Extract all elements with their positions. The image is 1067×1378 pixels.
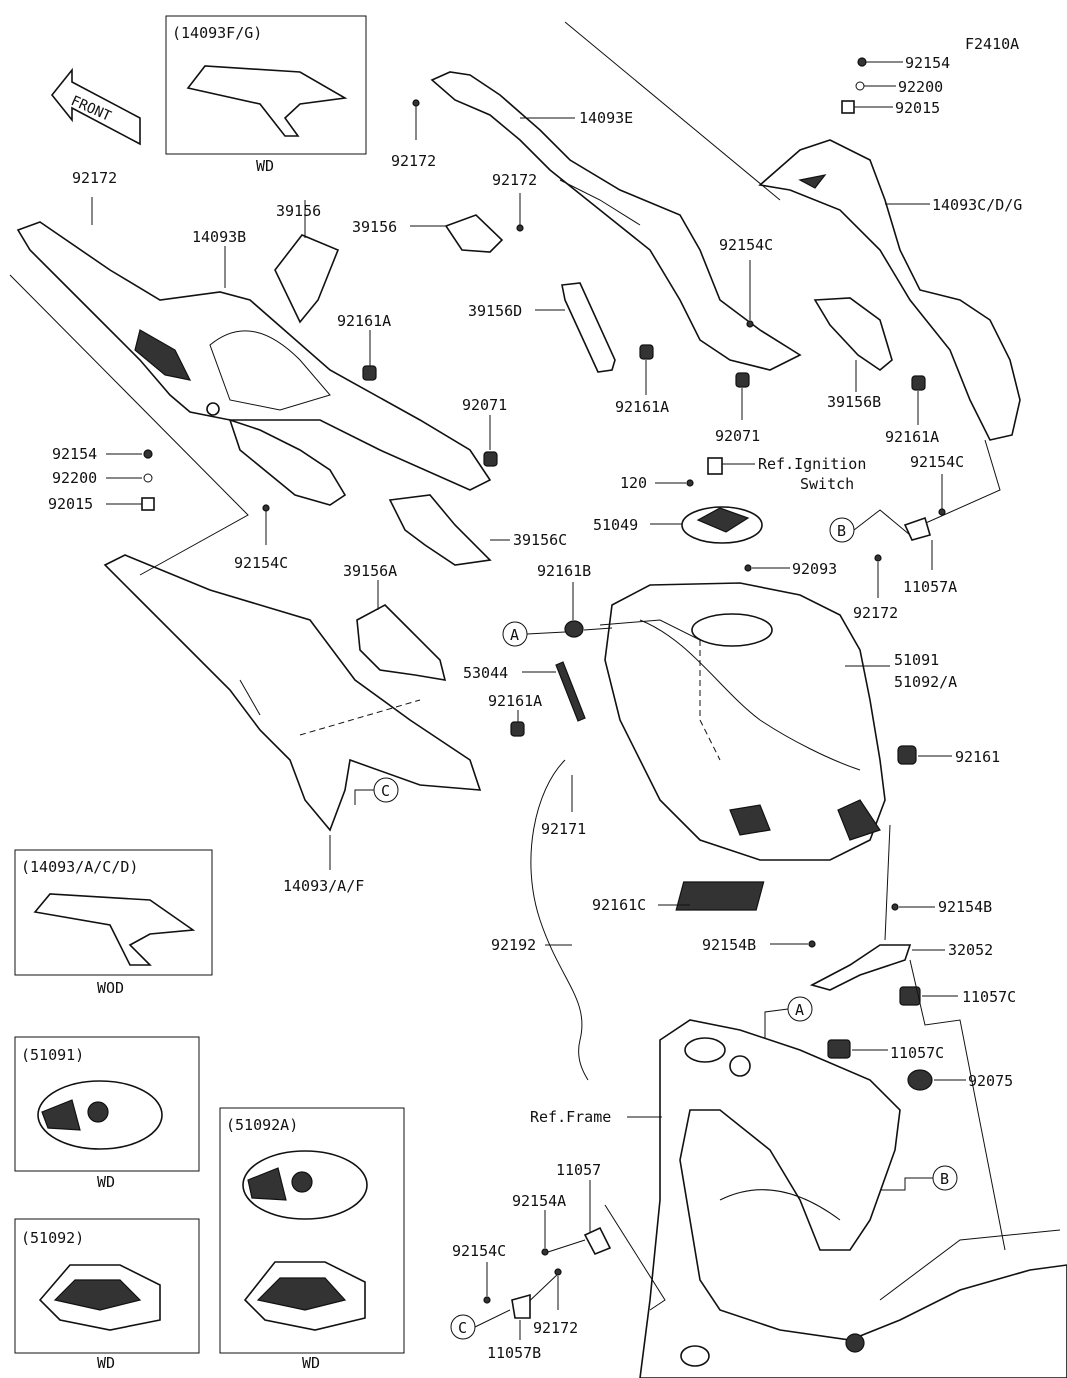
label-14093af: 14093/A/F (283, 877, 364, 895)
variant-caption-51092: WD (97, 1354, 115, 1372)
ref-ignition-line2: Switch (800, 475, 854, 493)
label-92154-left: 92154 (52, 445, 97, 463)
pad-39156a (356, 604, 447, 681)
label-39156a: 39156A (343, 562, 397, 580)
variant-title-14093fg: (14093F/G) (172, 24, 262, 42)
callout-a-1: A (510, 626, 519, 644)
label-53044: 53044 (463, 664, 508, 682)
label-92161a-1: 92161A (337, 312, 391, 330)
label-92093: 92093 (792, 560, 837, 578)
callout-b-1: B (837, 522, 846, 540)
label-92192: 92192 (491, 936, 536, 954)
label-11057: 11057 (556, 1161, 601, 1179)
label-120: 120 (620, 474, 647, 492)
label-92154a: 92154A (512, 1192, 566, 1210)
label-51091: 51091 (894, 651, 939, 669)
variant-title-51092: (51092) (21, 1229, 84, 1247)
label-51092a: 51092/A (894, 673, 957, 691)
side-cowl-14093cdg (758, 139, 1021, 441)
diagram-code: F2410A (965, 35, 1019, 53)
cowl-part-icon (186, 65, 348, 137)
label-92172-mid: 92172 (492, 171, 537, 189)
label-92154-right: 92154 (905, 54, 950, 72)
label-92161: 92161 (955, 748, 1000, 766)
callout-c-1: C (381, 782, 390, 800)
label-14093b: 14093B (192, 228, 246, 246)
label-92071-1: 92071 (462, 396, 507, 414)
label-92161a-3: 92161A (615, 398, 669, 416)
label-39156b: 39156B (827, 393, 881, 411)
label-51049: 51049 (593, 516, 638, 534)
label-39156d: 39156D (468, 302, 522, 320)
variant-caption-14093fg: WD (256, 157, 274, 175)
label-92154c-2: 92154C (719, 236, 773, 254)
variant-title-51091: (51091) (21, 1046, 84, 1064)
label-92200-right: 92200 (898, 78, 943, 96)
label-11057c-2: 11057C (890, 1044, 944, 1062)
callout-c-2: C (458, 1319, 467, 1337)
front-arrow-icon: FRONT (50, 67, 141, 146)
callout-a-2: A (795, 1001, 804, 1019)
label-92071-2: 92071 (715, 427, 760, 445)
label-92154b-2: 92154B (702, 936, 756, 954)
label-11057c-1: 11057C (962, 988, 1016, 1006)
fuel-cap-51049 (681, 506, 763, 544)
label-92075: 92075 (968, 1072, 1013, 1090)
label-92172-top: 92172 (391, 152, 436, 170)
label-39156-b: 39156 (352, 218, 397, 236)
variant-title-14093acd: (14093/A/C/D) (21, 858, 138, 876)
label-92171: 92171 (541, 820, 586, 838)
label-92200-left: 92200 (52, 469, 97, 487)
callout-b-2: B (940, 1170, 949, 1188)
variant-title-51092a: (51092A) (226, 1116, 298, 1134)
label-92161a-2: 92161A (488, 692, 542, 710)
label-92154c-3: 92154C (910, 453, 964, 471)
label-39156c: 39156C (513, 531, 567, 549)
label-92172-bottom: 92172 (533, 1319, 578, 1337)
label-11057b: 11057B (487, 1344, 541, 1362)
pad-39156d (561, 282, 616, 373)
label-14093cdg: 14093C/D/G (932, 196, 1022, 214)
label-92161b: 92161B (537, 562, 591, 580)
label-11057a: 11057A (903, 578, 957, 596)
label-92154c-1: 92154C (234, 554, 288, 572)
label-39156-a: 39156 (276, 202, 321, 220)
label-92154b-1: 92154B (938, 898, 992, 916)
label-92015-left: 92015 (48, 495, 93, 513)
label-32052: 32052 (948, 941, 993, 959)
label-92015-right: 92015 (895, 99, 940, 117)
side-shroud-14093b (16, 221, 492, 506)
fuel-tank-51091 (604, 582, 886, 861)
pad-39156-a (274, 234, 340, 324)
label-92154c-4: 92154C (452, 1242, 506, 1260)
variant-box-51092a: (51092A) WD (219, 1107, 405, 1372)
bracket-32052 (809, 944, 912, 991)
lower-shroud-14093af (103, 554, 482, 832)
frame-ref (639, 1019, 1067, 1378)
label-92172-right: 92172 (853, 604, 898, 622)
label-92161c: 92161C (592, 896, 646, 914)
pad-39156-b (444, 214, 504, 253)
pad-39156b (813, 297, 893, 372)
variant-box-51092: (51092) WD (14, 1218, 200, 1372)
ref-frame: Ref.Frame (530, 1108, 611, 1126)
label-92161a-4: 92161A (885, 428, 939, 446)
variant-caption-14093acd: WOD (97, 979, 124, 997)
variant-box-14093acd: (14093/A/C/D) WOD (14, 849, 213, 997)
variant-caption-51092a: WD (302, 1354, 320, 1372)
variant-caption-51091: WD (97, 1173, 115, 1191)
variant-box-14093fg: (14093F/G) WD (165, 15, 367, 175)
ref-ignition-line1: Ref.Ignition (758, 455, 866, 473)
variant-box-51091: (51091) WD (14, 1036, 200, 1191)
label-14093e: 14093E (579, 109, 633, 127)
pad-39156c (388, 494, 492, 566)
label-92172-left: 92172 (72, 169, 117, 187)
